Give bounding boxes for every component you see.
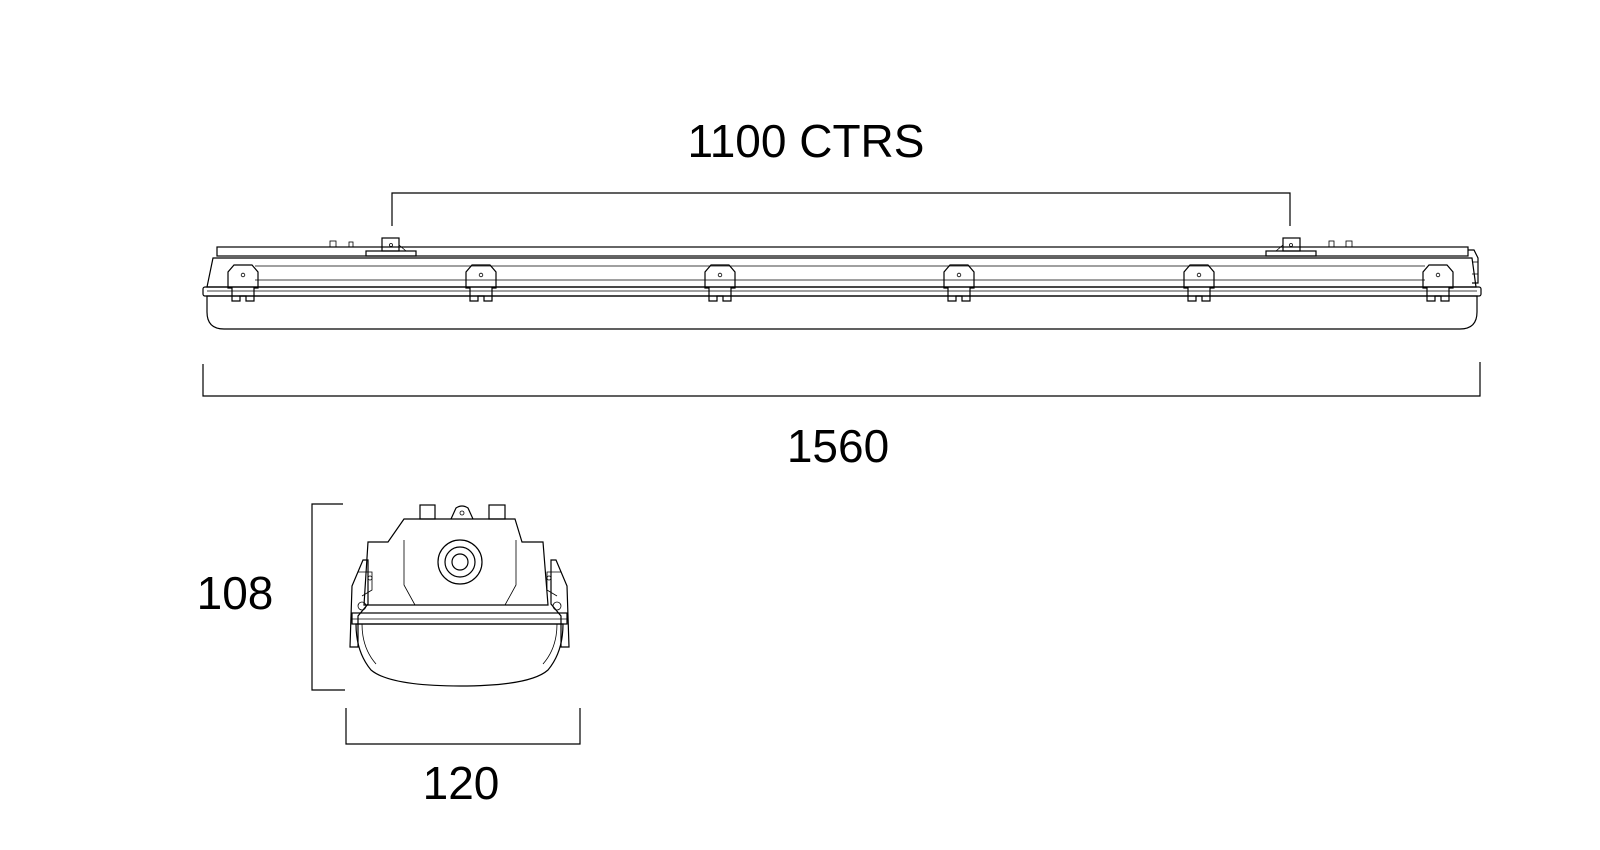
mounting-bracket-left [365,237,417,257]
clip-1 [227,264,259,302]
width-dimension-label: 120 [423,757,500,809]
mounting-bracket-right [1265,237,1317,257]
lamp-holder-inner [451,553,469,571]
end-view-rim [351,612,568,625]
clip-3 [704,264,736,302]
lamp-holder-middle [444,546,476,578]
housing-body [206,257,1477,288]
length-dimension-label: 1560 [787,420,889,472]
housing-rim [202,286,1482,297]
width-dimension: 120 [345,708,581,809]
side-clip-left [349,559,369,648]
centers-dimension-label: 1100 CTRS [688,115,925,167]
end-view-diffuser [355,623,564,687]
height-dimension-line [311,503,345,691]
clip-6 [1422,264,1454,302]
diffuser [206,295,1478,330]
end-view-ear [450,505,474,520]
luminaire-end-view [349,504,570,687]
clip-5 [1183,264,1215,302]
centers-dimension-line [391,192,1291,226]
clip-4 [943,264,975,302]
cable-gland [1468,249,1479,284]
length-dimension: 1560 [202,362,1481,472]
luminaire-side-view [202,237,1482,330]
height-dimension: 108 [197,503,345,691]
end-view-pin-left [419,504,436,520]
width-dimension-line [345,708,581,745]
gear-tray-section [363,518,549,606]
end-view-pin-right [488,504,506,520]
gear-tray [216,246,1469,257]
clip-2 [465,264,497,302]
length-dimension-line [202,362,1481,397]
lamp-holder-outer [437,539,483,585]
side-clip-right [550,559,570,648]
height-dimension-label: 108 [197,567,274,619]
centers-dimension: 1100 CTRS [391,115,1291,226]
